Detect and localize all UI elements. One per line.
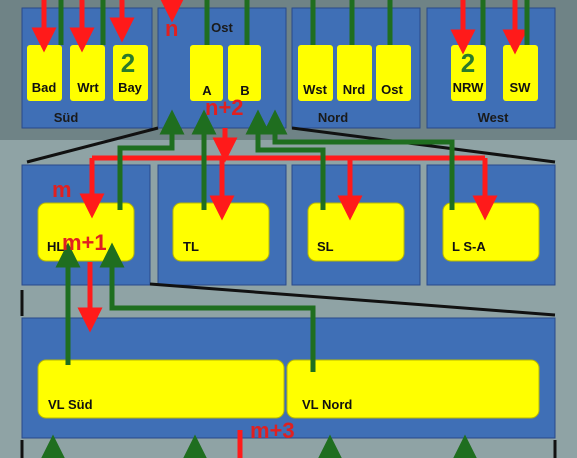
box-vl-nord-label: VL Nord <box>302 397 352 412</box>
box-lsa-label: L S-A <box>452 239 486 254</box>
box-nrw-badge: 2 <box>461 48 475 78</box>
region-west-label: West <box>478 110 509 125</box>
green-arrows <box>40 0 530 458</box>
region-nord-label: Nord <box>318 110 348 125</box>
box-a-label: A <box>202 83 212 98</box>
green-arrow-hl-up <box>117 109 185 210</box>
box-bad <box>27 45 62 101</box>
box-ost <box>376 45 411 101</box>
marker-m-plus-3: m+3 <box>250 418 295 443</box>
box-vl-sued <box>37 359 285 419</box>
box-bad-label: Bad <box>32 80 57 95</box>
box-nrd-label: Nrd <box>343 82 365 97</box>
box-wst-label: Wst <box>303 82 328 97</box>
box-vl-sued-label: VL Süd <box>48 397 93 412</box>
marker-n: n <box>165 16 178 41</box>
box-b-label: B <box>240 83 249 98</box>
region-sued-label: Süd <box>54 110 79 125</box>
box-sw-label: SW <box>510 80 532 95</box>
green-arrow-lsa-up <box>262 109 455 210</box>
box-wst <box>298 45 333 101</box>
box-ost-label: Ost <box>381 82 403 97</box>
green-arrow-vlnord-up <box>99 242 316 372</box>
box-bay-label: Bay <box>118 80 143 95</box>
box-sw <box>503 45 538 101</box>
box-vl-nord <box>286 359 540 419</box>
box-nrw <box>451 45 486 101</box>
box-wrt <box>70 45 105 101</box>
box-bay-badge: 2 <box>121 48 135 78</box>
outline-lower-right <box>149 282 556 317</box>
box-a <box>190 45 223 101</box>
outline-right <box>291 126 556 164</box>
box-bay <box>113 45 148 101</box>
box-b <box>228 45 261 101</box>
marker-n-plus-2: n+2 <box>205 95 244 120</box>
box-tl-label: TL <box>183 239 199 254</box>
box-nrw-label: NRW <box>453 80 485 95</box>
box-sl-label: SL <box>317 239 334 254</box>
outline-left <box>26 126 159 164</box>
box-wrt-label: Wrt <box>77 80 99 95</box>
region-ost-label: Ost <box>211 20 233 35</box>
box-nrd <box>337 45 372 101</box>
marker-m: m <box>52 177 72 202</box>
green-arrow-sl-up <box>245 109 326 210</box>
red-arrows <box>31 0 528 458</box>
marker-m-plus-1: m+1 <box>62 230 107 255</box>
